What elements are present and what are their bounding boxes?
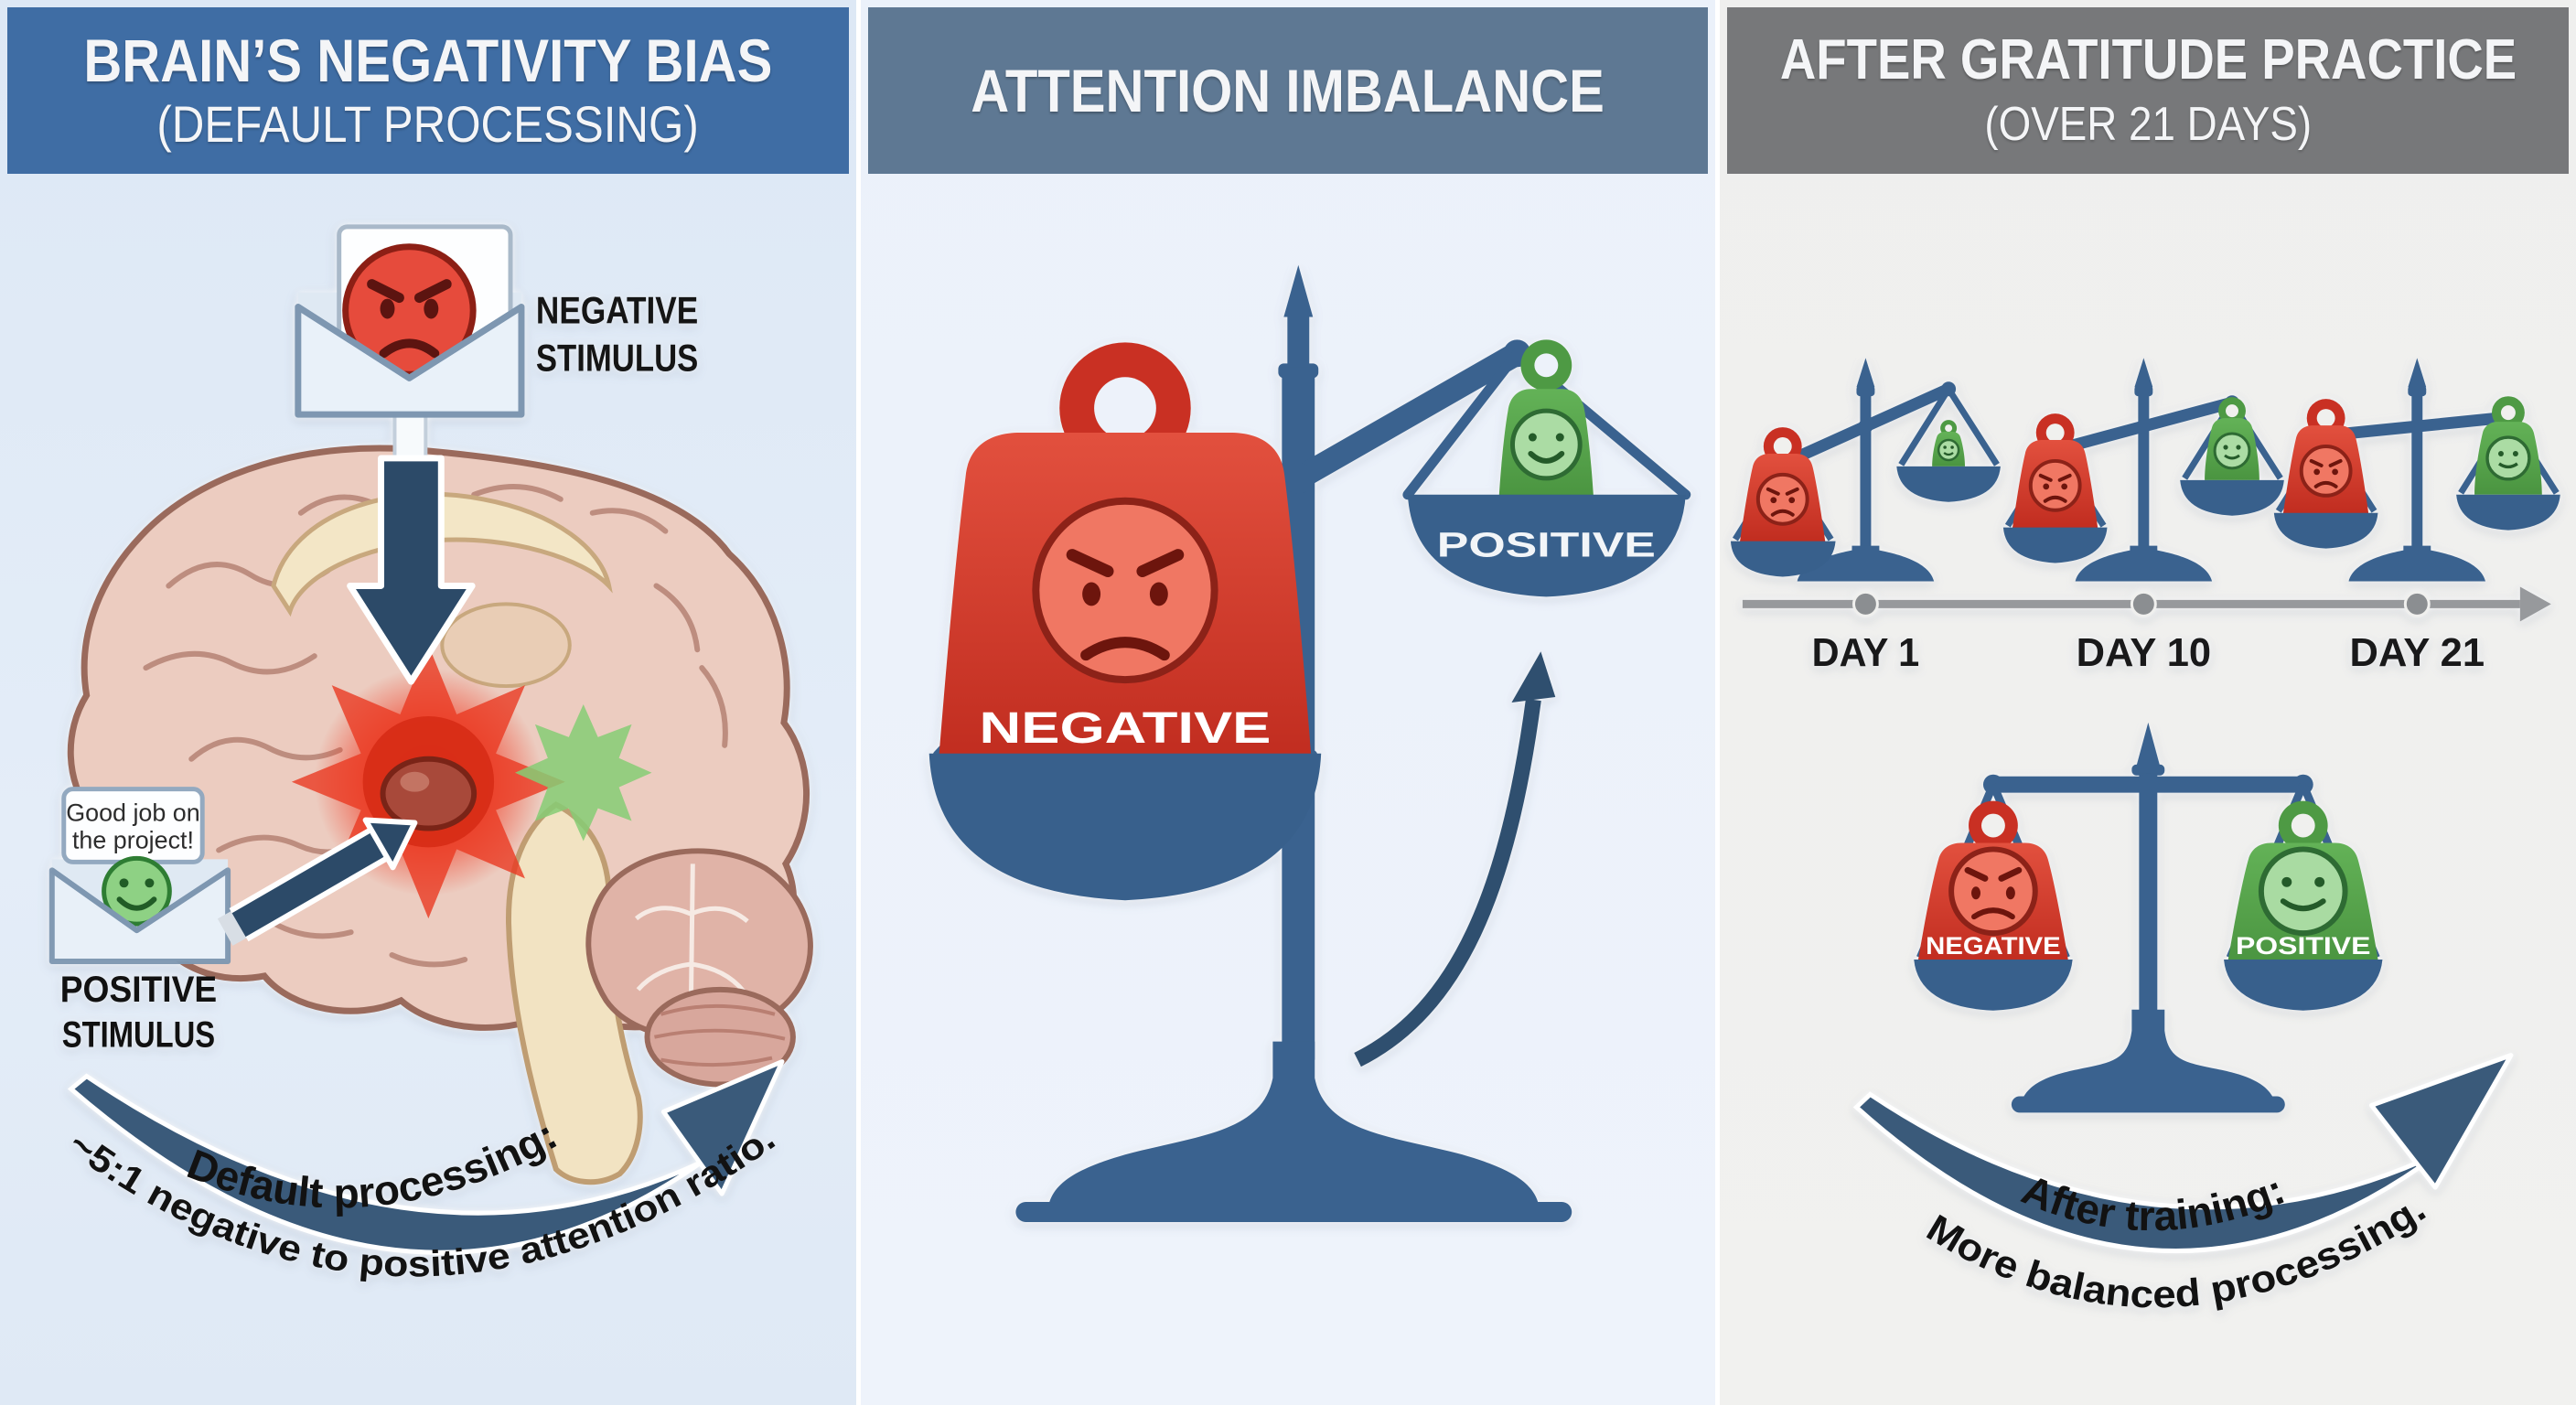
rising-arrow-icon <box>1353 651 1555 1067</box>
brain-corpus-callosum <box>271 491 613 617</box>
mini-scale-day21 <box>2274 358 2561 582</box>
negative-weight-icon: NEGATIVE <box>938 342 1312 767</box>
mini-negative-weight-day1 <box>1740 427 1826 543</box>
mini-positive-weight-day21 <box>2474 396 2543 495</box>
cerebellum-branches <box>634 863 749 1010</box>
tilted-balance-scale: NEGATIVE POSITIVE <box>928 264 1690 1222</box>
balanced-positive-weight-icon: POSITIVE <box>2227 800 2379 964</box>
praise-note-text-1: Good job on <box>66 799 200 827</box>
mini-positive-weight-day1 <box>1932 420 1966 467</box>
balanced-negative-label: NEGATIVE <box>1927 932 2061 960</box>
panel3-title: AFTER GRATITUDE PRACTICE <box>1779 28 2517 91</box>
mini-scale-day10 <box>2003 358 2285 582</box>
positive-pan-label: POSITIVE <box>1436 527 1655 565</box>
timeline-label-day10: DAY 10 <box>2077 630 2211 675</box>
mini-scale-day1 <box>1731 358 2002 582</box>
down-arrow-icon <box>347 455 476 685</box>
balanced-scale: NEGATIVE POSITIVE <box>1914 722 2383 1113</box>
positive-stimulus-label-2: STIMULUS <box>62 1015 215 1056</box>
praise-note-text-2: the project! <box>72 826 194 853</box>
positive-pan: POSITIVE <box>1402 339 1690 597</box>
timeline-dot-day10 <box>2131 590 2158 617</box>
envelope-tail <box>392 411 428 464</box>
balanced-negative-weight-icon: NEGATIVE <box>1917 800 2069 964</box>
timeline-arrowhead-icon <box>2520 586 2552 622</box>
timeline-label-day21: DAY 21 <box>2350 630 2485 675</box>
timeline: DAY 1 DAY 10 DAY 21 <box>1743 586 2552 675</box>
positive-stimulus-envelope-icon: Good job on the project! <box>48 787 231 964</box>
panel3-header: AFTER GRATITUDE PRACTICE (OVER 21 DAYS) <box>1727 7 2570 174</box>
negative-pan: NEGATIVE <box>928 342 1321 901</box>
panel1-subtitle: (DEFAULT PROCESSING) <box>156 95 700 153</box>
brain-thalamus <box>440 602 572 689</box>
panel1-illustration: NEGATIVE STIMULUS Good job on the projec… <box>48 224 813 1285</box>
mini-negative-weight-day21 <box>2283 399 2369 515</box>
negative-stimulus-label-2: STIMULUS <box>536 336 698 379</box>
panel-negativity-bias: BRAIN’S NEGATIVITY BIAS (DEFAULT PROCESS… <box>0 0 856 1405</box>
negative-stimulus-label: NEGATIVE <box>536 288 698 331</box>
timeline-label-day1: DAY 1 <box>1812 630 1920 675</box>
mini-negative-weight-day10 <box>2012 413 2098 530</box>
panel2-header: ATTENTION IMBALANCE <box>867 7 1709 174</box>
panel-attention-imbalance: ATTENTION IMBALANCE <box>855 0 1721 1405</box>
negative-stimulus-envelope-icon <box>295 224 525 464</box>
panel2-illustration: NEGATIVE POSITIVE <box>928 264 1690 1222</box>
positive-to-brain-arrow-icon <box>217 817 418 946</box>
timeline-dot-day21 <box>2404 590 2431 617</box>
positive-activation-burst <box>514 703 652 842</box>
mini-positive-weight-day10 <box>2205 397 2260 480</box>
panel1-header: BRAIN’S NEGATIVITY BIAS (DEFAULT PROCESS… <box>7 7 849 174</box>
balanced-positive-label: POSITIVE <box>2236 932 2370 960</box>
positive-weight-icon <box>1498 339 1594 499</box>
balanced-scale-pillar <box>2012 722 2286 1113</box>
panel3-illustration: DAY 1 DAY 10 DAY 21 <box>1731 358 2561 1315</box>
panel2-title: ATTENTION IMBALANCE <box>971 57 1605 124</box>
panel3-subtitle: (OVER 21 DAYS) <box>1984 98 2313 151</box>
smiley-face-icon <box>102 855 172 927</box>
default-processing-swoosh-arrow <box>67 1059 785 1255</box>
panel1-title: BRAIN’S NEGATIVITY BIAS <box>83 27 773 94</box>
positive-stimulus-label: POSITIVE <box>60 970 217 1010</box>
panel-after-gratitude: AFTER GRATITUDE PRACTICE (OVER 21 DAYS) <box>1720 0 2576 1405</box>
negative-weight-label: NEGATIVE <box>979 704 1271 753</box>
caption-default-processing: Default processing: <box>181 1111 564 1217</box>
after-training-swoosh-arrow <box>1853 1053 2514 1253</box>
lobe-striations <box>654 1003 786 1067</box>
timeline-dot-day1 <box>1852 590 1880 617</box>
